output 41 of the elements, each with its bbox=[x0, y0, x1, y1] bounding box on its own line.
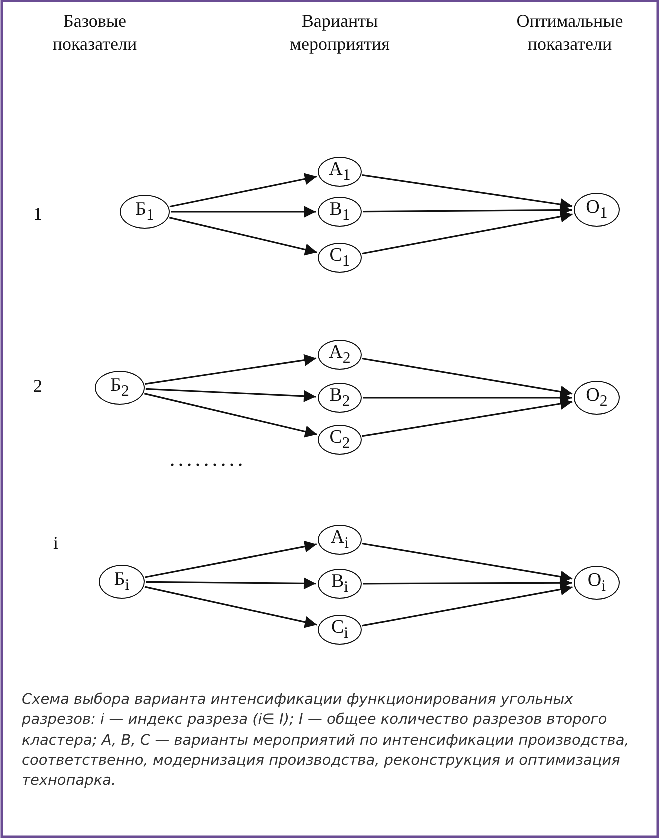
arrow bbox=[169, 217, 318, 256]
arrow bbox=[362, 542, 573, 583]
ellipse-node: C$_{i}$ bbox=[318, 615, 362, 645]
arrow bbox=[363, 577, 572, 590]
ellipse-node: Б$_{i}$ bbox=[99, 565, 145, 599]
column-heading: Базовые показатели bbox=[52, 10, 138, 55]
column-heading: Оптимальные показатели bbox=[516, 10, 624, 55]
ellipse-node: Б$_{2}$ bbox=[95, 371, 145, 405]
ellipse-node: O$_{2}$ bbox=[574, 381, 620, 415]
arrow bbox=[363, 204, 572, 216]
ellipse-node: A$_{2}$ bbox=[318, 340, 362, 370]
arrow bbox=[170, 173, 318, 208]
arrow bbox=[362, 210, 573, 255]
ellipse-node: A$_{i}$ bbox=[318, 525, 362, 555]
arrow bbox=[146, 578, 316, 590]
ellipse-node: C$_{2}$ bbox=[318, 425, 362, 455]
caption: Схема выбора варианта интенсификации функционирования угольных разрезов: i — индекс разреза (i∈ I); I — общее количество разрезов второго кластера; A, B, C — варианты мероприятий по интенсификации производства, соответственно, модернизация производства, реконструкция и оптимизация технопарка. bbox=[22, 691, 630, 792]
arrow bbox=[362, 174, 573, 211]
arrow bbox=[362, 584, 573, 627]
arrow bbox=[363, 392, 572, 404]
row-number: 1 bbox=[32, 203, 44, 226]
arrow bbox=[145, 354, 317, 385]
ellipse-node: Б$_{1}$ bbox=[120, 195, 170, 229]
ellipse-node: O$_{1}$ bbox=[574, 193, 620, 227]
ellipsis-text: ......... bbox=[168, 445, 248, 472]
arrow bbox=[362, 358, 573, 398]
ellipse-node: A$_{1}$ bbox=[318, 157, 362, 187]
ellipse-node: B$_{2}$ bbox=[318, 383, 362, 413]
row-number: i bbox=[52, 532, 60, 554]
ellipse-node: O$_{i}$ bbox=[574, 566, 620, 600]
ellipse-node: C$_{1}$ bbox=[318, 243, 362, 273]
arrow bbox=[171, 206, 316, 218]
arrow bbox=[146, 388, 316, 402]
ellipse-node: B$_{i}$ bbox=[318, 569, 362, 599]
arrow bbox=[145, 540, 317, 578]
arrow bbox=[144, 393, 318, 438]
arrow bbox=[362, 398, 573, 438]
arrow bbox=[144, 586, 318, 628]
column-heading: Варианты мероприятия bbox=[289, 10, 391, 55]
row-number: 2 bbox=[32, 375, 44, 398]
ellipse-node: B$_{1}$ bbox=[318, 197, 362, 227]
